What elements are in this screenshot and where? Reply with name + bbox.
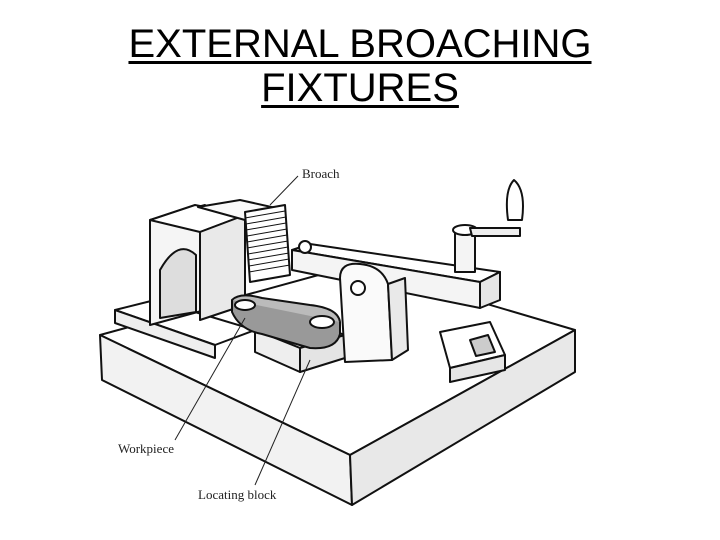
clamp-jaw bbox=[439, 321, 506, 383]
slide-title: EXTERNAL BROACHING FIXTURES bbox=[0, 22, 720, 110]
title-line-1: EXTERNAL BROACHING bbox=[128, 22, 592, 66]
broach bbox=[244, 204, 291, 283]
workpiece-leader bbox=[174, 317, 246, 441]
broach-leader bbox=[269, 175, 299, 206]
locating-block-leader bbox=[254, 359, 311, 486]
title-line-2: FIXTURES bbox=[261, 66, 459, 110]
workpiece-label: Workpiece bbox=[118, 441, 174, 456]
workpiece bbox=[231, 294, 341, 350]
broach-label: Broach bbox=[302, 166, 340, 181]
pivot-bracket bbox=[339, 262, 409, 363]
cam-handle bbox=[452, 179, 524, 273]
locating-block-label: Locating block bbox=[198, 487, 277, 502]
